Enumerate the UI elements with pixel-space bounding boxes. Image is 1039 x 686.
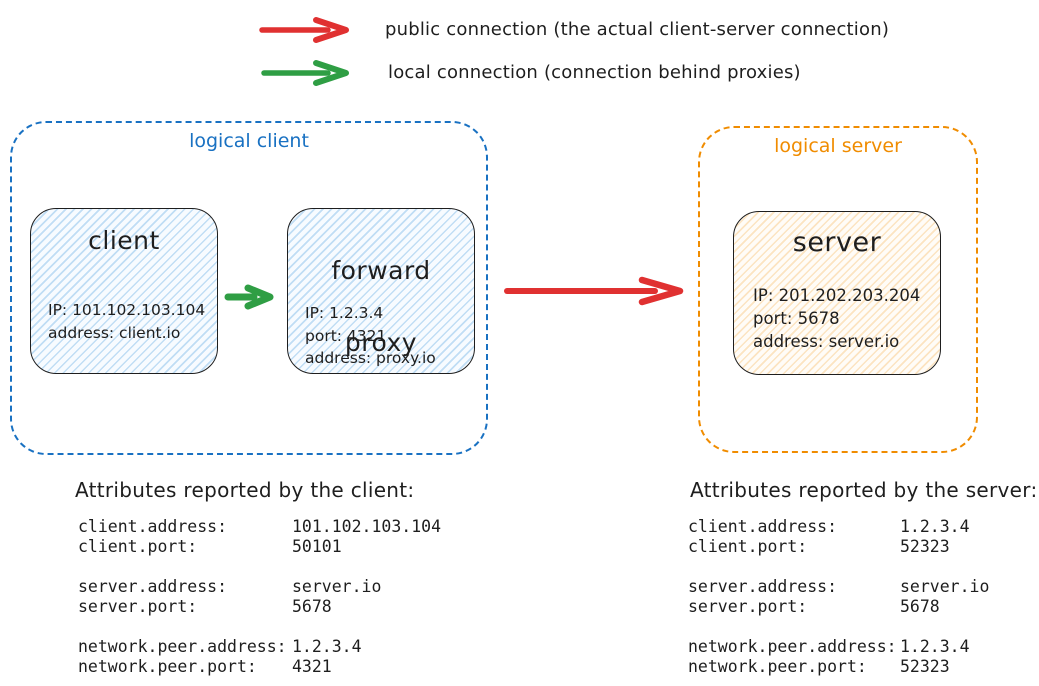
attr-value: 1.2.3.4 <box>292 637 362 656</box>
attr-key: network.peer.port: <box>688 657 867 676</box>
attributes-server-table: client.address: 1.2.3.4 client.port: 523… <box>688 517 989 677</box>
attr-key: client.port: <box>688 537 808 556</box>
table-row: network.peer.address: 1.2.3.4 <box>78 637 441 657</box>
client-node-details: IP: 101.102.103.104 address: client.io <box>48 299 205 344</box>
table-row: server.address: server.io <box>78 577 441 597</box>
attr-key: client.port: <box>78 537 198 556</box>
client-node-title: client <box>88 226 160 255</box>
attr-key: client.address: <box>688 517 838 536</box>
attributes-server-title: Attributes reported by the server: <box>690 478 1038 502</box>
logical-server-label: logical server <box>774 135 902 157</box>
local-connection-arrow-icon <box>224 284 274 310</box>
server-node: server IP: 201.202.203.204 port: 5678 ad… <box>733 211 941 375</box>
attr-value: 50101 <box>292 537 342 556</box>
public-connection-arrow-icon <box>259 17 349 43</box>
forward-proxy-node: forward proxy IP: 1.2.3.4 port: 4321 add… <box>287 208 475 374</box>
attr-value: 4321 <box>292 657 332 676</box>
attr-value: 52323 <box>900 657 950 676</box>
spacer <box>78 617 441 637</box>
server-node-details: IP: 201.202.203.204 port: 5678 address: … <box>753 284 920 353</box>
attr-key: server.port: <box>78 597 198 616</box>
attributes-client-title: Attributes reported by the client: <box>75 478 415 502</box>
table-row: client.port: 50101 <box>78 537 441 557</box>
legend-local-connection-label: local connection (connection behind prox… <box>388 62 801 83</box>
server-node-title: server <box>792 227 882 258</box>
table-row: server.port: 5678 <box>688 597 989 617</box>
attr-value: 5678 <box>900 597 940 616</box>
server-ip: IP: 201.202.203.204 <box>753 286 921 305</box>
table-row: server.port: 5678 <box>78 597 441 617</box>
proxy-address: address: proxy.io <box>305 349 436 367</box>
client-node: client IP: 101.102.103.104 address: clie… <box>30 208 218 374</box>
proxy-port: port: 4321 <box>305 326 387 345</box>
attr-value: 101.102.103.104 <box>292 517 442 536</box>
forward-proxy-node-title: forward proxy <box>331 256 431 357</box>
attr-key: server.address: <box>688 577 838 596</box>
attr-value: 1.2.3.4 <box>900 637 970 656</box>
spacer <box>688 557 989 577</box>
local-connection-arrow-icon <box>261 60 349 86</box>
server-port: port: 5678 <box>753 309 840 328</box>
legend-public-connection-label: public connection (the actual client-ser… <box>385 19 890 40</box>
table-row: network.peer.address: 1.2.3.4 <box>688 637 989 657</box>
attr-key: network.peer.address: <box>78 637 287 656</box>
logical-server-group: logical server server IP: 201.202.203.20… <box>698 126 978 453</box>
forward-proxy-node-details: IP: 1.2.3.4 port: 4321 address: proxy.io <box>305 302 436 370</box>
client-ip: IP: 101.102.103.104 <box>48 301 206 319</box>
attr-value: 1.2.3.4 <box>900 517 970 536</box>
logical-client-label: logical client <box>189 130 309 152</box>
table-row: network.peer.port: 52323 <box>688 657 989 677</box>
attr-key: network.peer.address: <box>688 637 897 656</box>
table-row: client.address: 101.102.103.104 <box>78 517 441 537</box>
attr-key: network.peer.port: <box>78 657 257 676</box>
spacer <box>688 617 989 637</box>
attr-value: 52323 <box>900 537 950 556</box>
attr-key: server.port: <box>688 597 808 616</box>
logical-client-group: logical client client IP: 101.102.103.10… <box>10 121 488 455</box>
attr-value: server.io <box>900 577 990 596</box>
client-address: address: client.io <box>48 323 181 342</box>
attr-value: 5678 <box>292 597 332 616</box>
table-row: client.port: 52323 <box>688 537 989 557</box>
table-row: client.address: 1.2.3.4 <box>688 517 989 537</box>
proxy-ip: IP: 1.2.3.4 <box>305 304 384 322</box>
attr-key: server.address: <box>78 577 228 596</box>
table-row: network.peer.port: 4321 <box>78 657 441 677</box>
public-connection-arrow-icon <box>504 276 684 306</box>
attr-value: server.io <box>292 577 382 596</box>
attr-key: client.address: <box>78 517 228 536</box>
server-address: address: server.io <box>753 332 900 351</box>
table-row: server.address: server.io <box>688 577 989 597</box>
attributes-client-table: client.address: 101.102.103.104 client.p… <box>78 517 441 677</box>
spacer <box>78 557 441 577</box>
